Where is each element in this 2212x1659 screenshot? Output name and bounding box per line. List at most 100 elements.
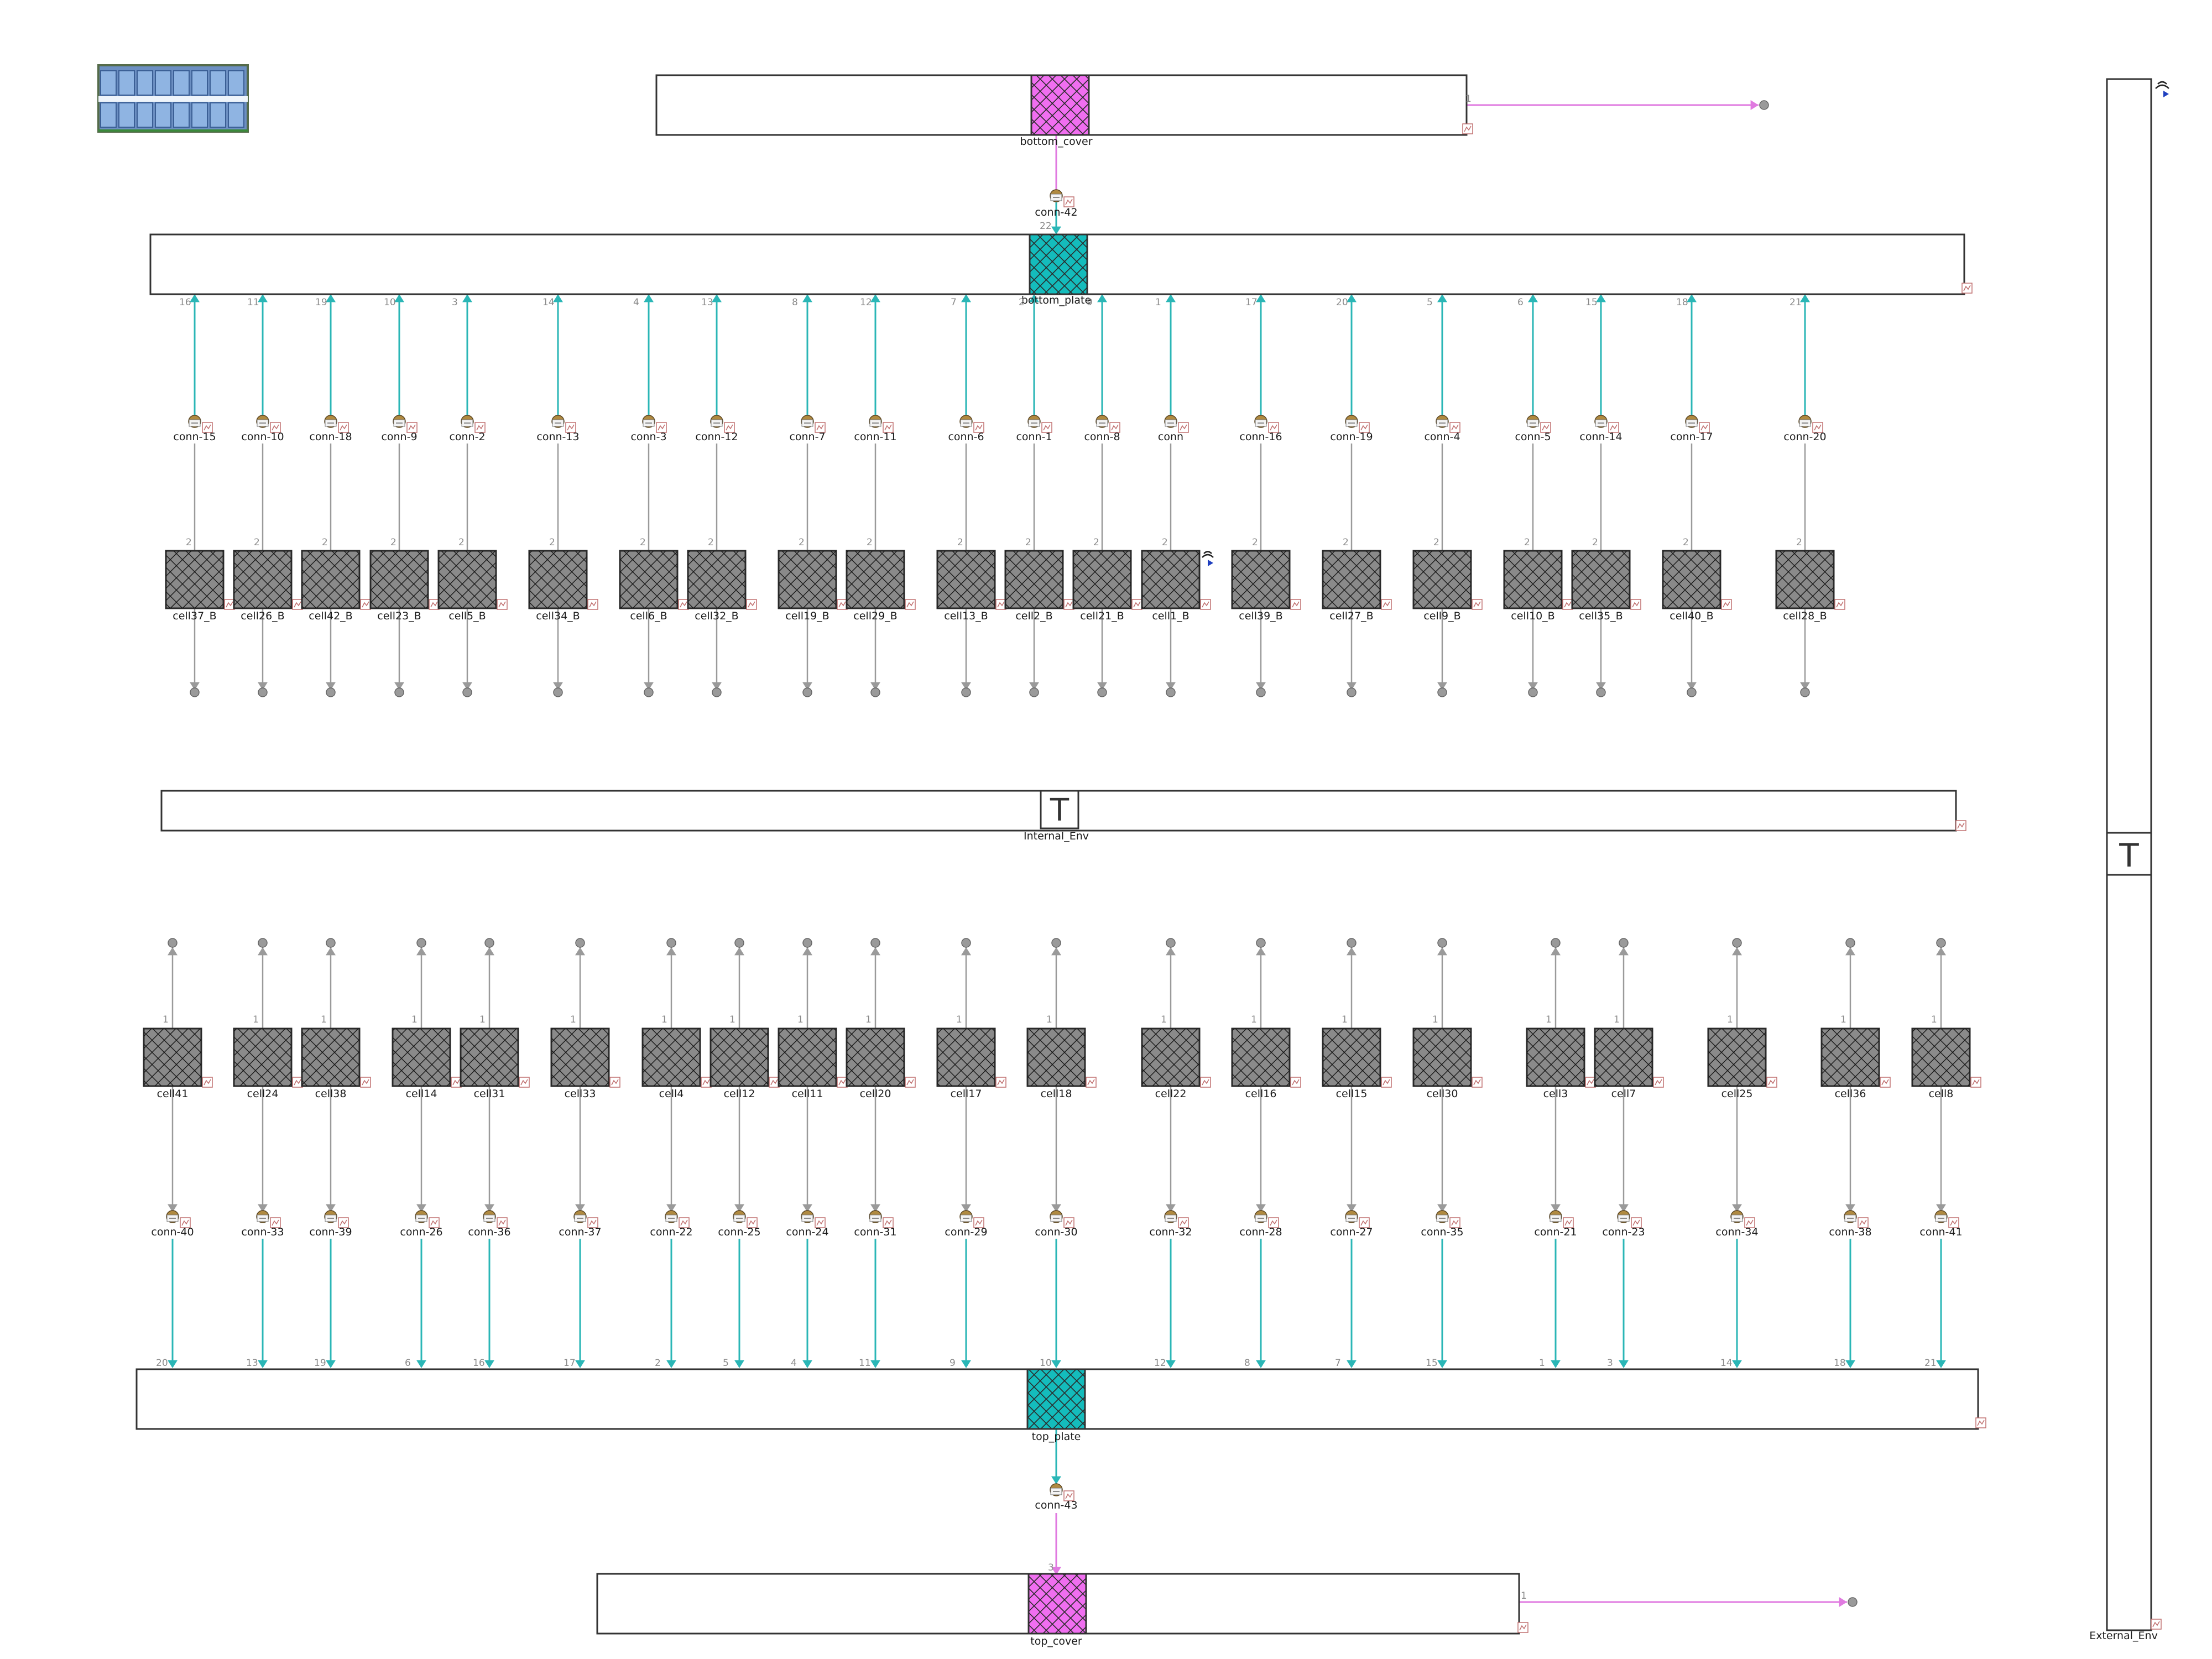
upper-conn-icon-chart-icon-trend bbox=[884, 424, 892, 431]
model-thumbnail-cell bbox=[118, 102, 135, 128]
lower-conn-label: conn-31 bbox=[854, 1226, 897, 1238]
upper-cell-hatch bbox=[439, 551, 496, 608]
upper-plate-arrow bbox=[644, 294, 654, 302]
lower-cell-chart-icon-trend bbox=[1587, 1079, 1594, 1086]
upper-conn-icon-chart-icon bbox=[1178, 422, 1189, 433]
upper-cell-chart-icon-trend bbox=[498, 601, 506, 608]
upper-cell-sink-arrow bbox=[644, 682, 654, 690]
upper-cell-sink-arrow bbox=[1596, 682, 1606, 690]
upper-cell-port-two: 2 bbox=[1343, 537, 1349, 548]
lower-cell-port-one: 1 bbox=[1432, 1014, 1438, 1025]
upper-cell-sink-arrow bbox=[1800, 682, 1810, 690]
lower-conn-icon bbox=[1730, 1210, 1744, 1223]
upper-plate-arrow bbox=[1166, 294, 1176, 302]
upper-cell-port-two: 2 bbox=[549, 537, 555, 548]
lower-cell-label: cell17 bbox=[950, 1088, 982, 1100]
upper-cell-label: cell42_B bbox=[309, 610, 353, 622]
lower-source-arrow bbox=[1551, 947, 1561, 956]
lower-source-node bbox=[870, 938, 880, 948]
lower-cell-hatch bbox=[1822, 1029, 1879, 1086]
upper-conn-icon bbox=[1594, 415, 1608, 428]
upper-conn-icon-chart-icon-trend bbox=[1700, 424, 1708, 431]
upper-cell-chart-icon bbox=[1381, 599, 1392, 610]
lower-source-node bbox=[416, 938, 426, 948]
lower-cell-conn-arrow bbox=[1256, 1204, 1266, 1212]
upper-conn-label: conn-3 bbox=[630, 431, 667, 443]
lower-plate-arrow bbox=[802, 1360, 812, 1368]
lower-cell-chart-icon-trend bbox=[1087, 1079, 1095, 1086]
upper-cell-hatch bbox=[1005, 551, 1063, 608]
lower-plate-arrow bbox=[258, 1360, 268, 1368]
upper-conn-icon bbox=[869, 415, 882, 428]
upper-sink-node bbox=[1347, 687, 1357, 697]
lower-cell-chart-icon-trend bbox=[1972, 1079, 1980, 1086]
upper-conn-icon bbox=[256, 415, 269, 428]
lower-conn-icon-chart-icon bbox=[1631, 1217, 1642, 1228]
lower-source-node bbox=[1551, 938, 1561, 948]
lower-cell-port-one: 1 bbox=[956, 1014, 962, 1025]
upper-cell bbox=[1231, 550, 1291, 609]
lower-cell-label: cell30 bbox=[1426, 1088, 1458, 1100]
upper-plate-port: 14 bbox=[542, 297, 555, 308]
upper-conn-icon-chart-icon bbox=[1540, 422, 1551, 433]
upper-cell-port-two: 2 bbox=[957, 537, 963, 548]
upper-sink-node bbox=[1437, 687, 1447, 697]
upper-conn-icon-chart-icon bbox=[815, 422, 826, 433]
upper-cell-port-two: 2 bbox=[1433, 537, 1439, 548]
upper-conn-label: conn-20 bbox=[1783, 431, 1827, 443]
lower-source-arrow bbox=[1437, 947, 1447, 956]
upper-plate-arrow bbox=[712, 294, 722, 302]
upper-sink-node bbox=[1097, 687, 1107, 697]
lower-conn-label: conn-22 bbox=[650, 1226, 693, 1238]
lower-conn-label: conn-23 bbox=[1602, 1226, 1645, 1238]
upper-cell-port-two: 2 bbox=[1252, 537, 1258, 548]
bottom-cover-hatch bbox=[1031, 75, 1089, 135]
lower-plate-arrow bbox=[1619, 1360, 1629, 1368]
upper-plate-port: 20 bbox=[1336, 297, 1348, 308]
upper-conn-label: conn-2 bbox=[449, 431, 486, 443]
upper-cell-chart-icon-trend bbox=[1836, 601, 1844, 608]
upper-sink-node bbox=[1166, 687, 1176, 697]
lower-source-node bbox=[326, 938, 336, 948]
lower-conn-icon bbox=[166, 1210, 179, 1223]
lower-cell-label: cell31 bbox=[473, 1088, 505, 1100]
lower-plate-arrow bbox=[326, 1360, 336, 1368]
upper-cell-hatch bbox=[1323, 551, 1380, 608]
upper-conn-icon bbox=[1526, 415, 1540, 428]
upper-plate-arrow bbox=[394, 294, 404, 302]
lower-plate-arrow bbox=[1732, 1360, 1742, 1368]
lower-cell-conn-arrow bbox=[1845, 1204, 1855, 1212]
upper-plate-port: 8 bbox=[792, 297, 798, 308]
upper-conn-icon-chart-icon-trend bbox=[1270, 424, 1277, 431]
lower-conn-icon-chart-icon-trend bbox=[498, 1219, 506, 1226]
lower-conn-icon-chart-icon-trend bbox=[340, 1219, 347, 1226]
upper-sink-node bbox=[258, 687, 268, 697]
upper-cell-chart-icon bbox=[1630, 599, 1641, 610]
lower-cell-chart-icon bbox=[1086, 1077, 1097, 1088]
upper-cell bbox=[687, 550, 747, 609]
lower-plate-arrow bbox=[416, 1360, 426, 1368]
lower-cell bbox=[301, 1027, 361, 1087]
lower-plate-arrow bbox=[1051, 1360, 1061, 1368]
upper-sink-node bbox=[644, 687, 654, 697]
lower-cell-chart-icon-trend bbox=[452, 1079, 460, 1086]
lower-conn-icon-chart-icon-trend bbox=[1859, 1219, 1867, 1226]
lower-cell-chart-icon-trend bbox=[1292, 1079, 1300, 1086]
lower-cell-conn-arrow bbox=[1551, 1204, 1561, 1212]
lower-source-node bbox=[734, 938, 744, 948]
lower-cell-label: cell41 bbox=[156, 1088, 189, 1100]
lower-cell-hatch bbox=[1142, 1029, 1199, 1086]
upper-cell bbox=[778, 550, 837, 609]
upper-conn-icon-chart-icon-trend bbox=[204, 424, 211, 431]
lower-plate-arrow bbox=[734, 1360, 744, 1368]
upper-cell-chart-icon-trend bbox=[1383, 601, 1390, 608]
lower-plate-arrow bbox=[1256, 1360, 1266, 1368]
upper-conn-icon bbox=[1164, 415, 1177, 428]
upper-plate-port: 5 bbox=[1427, 297, 1433, 308]
top-cover-port-out: 1 bbox=[1521, 1590, 1527, 1601]
upper-conn-icon-chart-icon bbox=[474, 422, 486, 433]
lower-plate-port: 13 bbox=[246, 1358, 258, 1369]
lower-conn-icon-chart-icon bbox=[429, 1217, 440, 1228]
upper-sink-node bbox=[553, 687, 563, 697]
lower-cell-conn-arrow bbox=[1347, 1204, 1357, 1212]
